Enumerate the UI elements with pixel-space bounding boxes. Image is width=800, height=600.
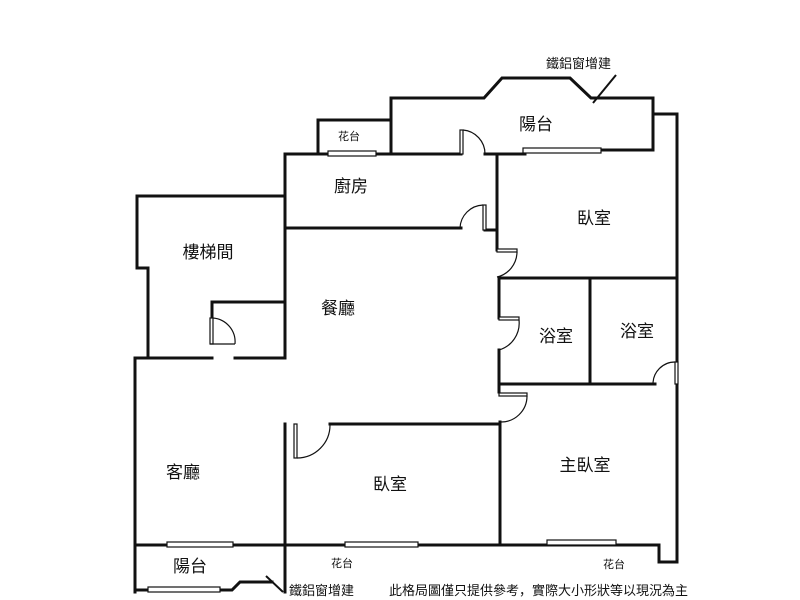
room-label-master-bedroom: 主臥室 <box>560 456 611 476</box>
room-label-living: 客廳 <box>166 463 200 483</box>
labels: 陽台 花台 廚房 臥室 樓梯間 餐廳 浴室 浴室 客廳 臥室 主臥室 陽台 花台… <box>166 56 688 599</box>
room-label-bedroom-ne: 臥室 <box>577 209 611 229</box>
doors <box>209 129 679 459</box>
room-label-planter-bottom-left: 花台 <box>331 556 353 570</box>
room-label-bath-left: 浴室 <box>539 327 573 347</box>
walls <box>133 76 679 594</box>
room-label-balcony-top: 陽台 <box>519 115 553 135</box>
annotation-window-addition-bottom: 鐵鋁窗增建 <box>289 583 354 599</box>
leader-lines <box>265 74 617 593</box>
room-label-bath-right: 浴室 <box>620 322 654 342</box>
room-label-bedroom-s: 臥室 <box>373 475 407 495</box>
disclaimer-note: 此格局圖僅只提供參考，實際大小形狀等以現況為主 <box>389 583 688 599</box>
room-label-dining: 餐廳 <box>321 299 355 319</box>
windows <box>147 147 617 593</box>
room-label-balcony-bottom: 陽台 <box>173 557 207 577</box>
room-label-planter-bottom-right: 花台 <box>603 557 625 571</box>
room-label-planter-top: 花台 <box>338 129 360 143</box>
room-label-kitchen: 廚房 <box>334 176 368 197</box>
annotation-window-addition-top: 鐵鋁窗增建 <box>546 56 611 72</box>
room-label-stairwell: 樓梯間 <box>183 243 234 263</box>
